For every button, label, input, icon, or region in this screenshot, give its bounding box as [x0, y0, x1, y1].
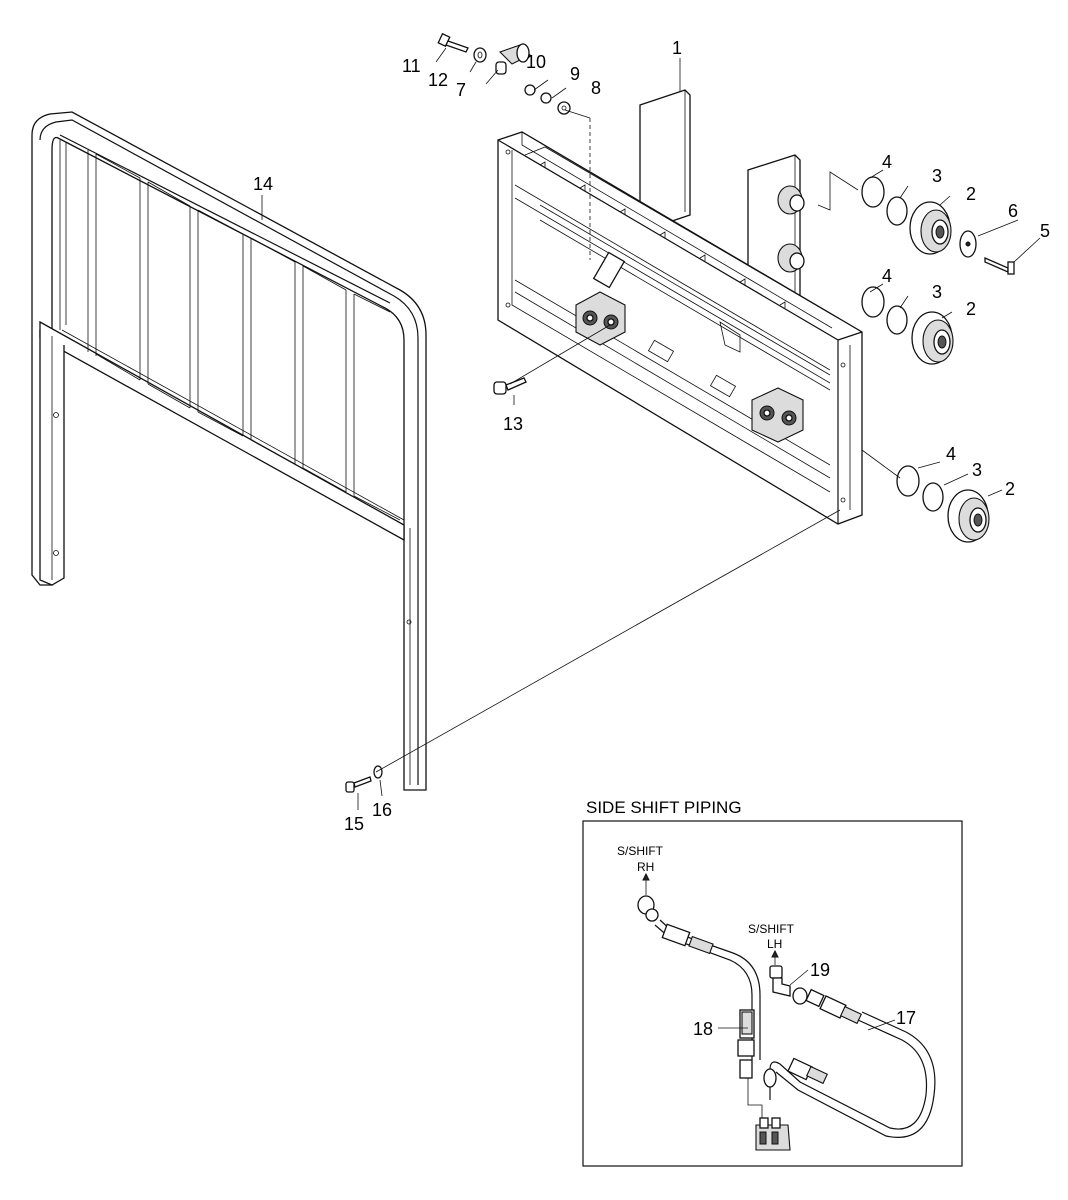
callout-17: 17	[896, 1008, 916, 1028]
bolt-11	[437, 32, 469, 53]
callout-1: 1	[672, 38, 682, 58]
callout-labels: 1 4 3 2 6 5 4 3 2 4 3 2 11 12 7 10 9 8 1…	[253, 38, 1050, 834]
callout-18: 18	[693, 1019, 713, 1039]
callout-2a: 2	[966, 184, 976, 204]
elbow-fitting-19	[769, 965, 791, 997]
callout-15: 15	[344, 814, 364, 834]
slide-block-left	[575, 291, 626, 346]
washers-8-9-10	[524, 84, 571, 115]
stopper-7	[495, 43, 531, 75]
callout-13: 13	[503, 414, 523, 434]
callout-4b: 4	[882, 266, 892, 286]
washer-12	[473, 47, 487, 63]
callout-16: 16	[372, 800, 392, 820]
callout-8: 8	[591, 78, 601, 98]
callout-10: 10	[526, 52, 546, 72]
bolt-15-washer-16	[345, 765, 383, 793]
roller-set-lower	[896, 465, 990, 543]
callout-3c: 3	[972, 460, 982, 480]
callout-7: 7	[456, 80, 466, 100]
rh-port-label-line1: S/SHIFT	[617, 844, 664, 858]
callout-5: 5	[1040, 221, 1050, 241]
lh-port-label-line2: LH	[767, 937, 782, 951]
bolt-13	[493, 377, 527, 395]
carriage	[497, 89, 863, 525]
rh-port-label-line2: RH	[637, 860, 654, 874]
callout-9: 9	[570, 64, 580, 84]
callout-14: 14	[253, 174, 273, 194]
callout-11: 11	[402, 56, 421, 76]
slide-block-right	[751, 387, 804, 443]
inset-frame	[582, 820, 963, 1167]
leader-lines	[261, 47, 1041, 810]
hose-17	[763, 987, 936, 1138]
load-backrest	[31, 111, 427, 791]
callout-6: 6	[1008, 201, 1018, 221]
callout-19: 19	[810, 960, 830, 980]
callout-4a: 4	[882, 152, 892, 172]
hose-18	[637, 895, 763, 1120]
callout-3a: 3	[932, 166, 942, 186]
callout-12: 12	[428, 70, 448, 90]
callout-3b: 3	[932, 282, 942, 302]
roller-set-middle	[861, 286, 954, 365]
roller-set-upper	[861, 176, 1015, 275]
callout-2b: 2	[966, 299, 976, 319]
callout-4c: 4	[946, 444, 956, 464]
inset-title: SIDE SHIFT PIPING	[586, 798, 742, 817]
side-shift-piping-inset: SIDE SHIFT PIPING S/SHIFT RH S/SHIFT LH	[582, 798, 963, 1167]
lh-port-label-line1: S/SHIFT	[748, 922, 795, 936]
valve-block	[755, 1117, 791, 1151]
callout-2c: 2	[1005, 479, 1015, 499]
